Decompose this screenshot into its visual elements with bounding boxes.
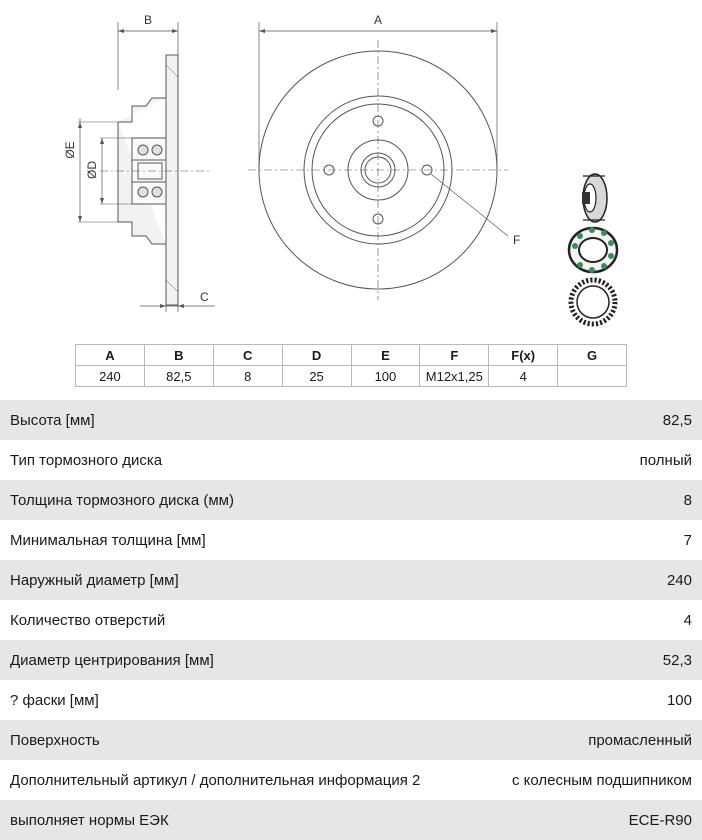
spec-value: 7 xyxy=(683,531,692,549)
spec-value: 100 xyxy=(666,691,692,709)
spec-row-disc-thickness: Толщина тормозного диска (мм) 8 xyxy=(0,480,702,520)
value-f: M12x1,25 xyxy=(419,365,490,387)
spec-value: 8 xyxy=(683,491,692,509)
spec-row-surface: Поверхность промасленный xyxy=(0,720,702,760)
label-b: B xyxy=(144,13,152,27)
spec-value: промасленный xyxy=(588,731,692,749)
front-view xyxy=(248,22,509,300)
value-fx: 4 xyxy=(488,365,559,387)
header-d: D xyxy=(281,344,352,366)
spec-value: с колесным подшипником xyxy=(511,771,692,789)
spec-label: Минимальная толщина [мм] xyxy=(10,531,206,549)
spec-label: Тип тормозного диска xyxy=(10,451,163,469)
spec-row-ece-norm: выполняет нормы ЕЭК ECE-R90 xyxy=(0,800,702,840)
spec-label: ? фаски [мм] xyxy=(10,691,99,709)
value-b: 82,5 xyxy=(143,365,214,387)
header-e: E xyxy=(350,344,421,366)
spec-value: 52,3 xyxy=(662,651,692,669)
dimensions-table: A B C D E F F(x) G 240 82,5 8 25 100 M12… xyxy=(75,344,627,387)
label-d: ØD xyxy=(85,161,99,179)
spec-label: Наружный диаметр [мм] xyxy=(10,571,179,589)
header-fx: F(x) xyxy=(488,344,559,366)
spec-value: ECE-R90 xyxy=(628,811,692,829)
spec-row-additional-info: Дополнительный артикул / дополнительная … xyxy=(0,760,702,800)
value-e: 100 xyxy=(350,365,421,387)
header-c: C xyxy=(212,344,283,366)
spec-value: 4 xyxy=(683,611,692,629)
wheel-bearing-icon xyxy=(567,226,619,274)
value-g xyxy=(557,365,627,387)
spec-row-outer-diameter: Наружный диаметр [мм] 240 xyxy=(0,560,702,600)
spec-value: 240 xyxy=(666,571,692,589)
spec-row-disc-type: Тип тормозного диска полный xyxy=(0,440,702,480)
spec-label: Диаметр центрирования [мм] xyxy=(10,651,214,669)
value-c: 8 xyxy=(212,365,283,387)
label-e: ØE xyxy=(63,141,77,158)
side-section-view xyxy=(78,22,215,312)
label-f: F xyxy=(513,233,520,247)
spec-label: Поверхность xyxy=(10,731,100,749)
label-a: A xyxy=(374,13,382,27)
spec-row-min-thickness: Минимальная толщина [мм] 7 xyxy=(0,520,702,560)
dimensions-value-row: 240 82,5 8 25 100 M12x1,25 4 xyxy=(75,365,627,387)
label-c: C xyxy=(200,290,209,304)
header-f: F xyxy=(419,344,490,366)
spec-label: Количество отверстий xyxy=(10,611,166,629)
abs-ring-icon xyxy=(568,277,618,327)
spec-label: Высота [мм] xyxy=(10,411,95,429)
spec-row-chamfer: ? фаски [мм] 100 xyxy=(0,680,702,720)
specifications-list: Высота [мм] 82,5 Тип тормозного диска по… xyxy=(0,400,702,840)
header-a: A xyxy=(75,344,145,366)
header-b: B xyxy=(143,344,214,366)
spec-label: Дополнительный артикул / дополнительная … xyxy=(10,771,421,789)
spec-value: 82,5 xyxy=(662,411,692,429)
header-g: G xyxy=(557,344,627,366)
spec-row-hole-count: Количество отверстий 4 xyxy=(0,600,702,640)
dimensions-header-row: A B C D E F F(x) G xyxy=(75,344,627,366)
technical-drawing: B ØE ØD C A F xyxy=(0,0,702,340)
value-a: 240 xyxy=(75,365,145,387)
brake-disc-icon xyxy=(582,173,608,223)
spec-row-height: Высота [мм] 82,5 xyxy=(0,400,702,440)
spec-label: выполняет нормы ЕЭК xyxy=(10,811,169,829)
value-d: 25 xyxy=(281,365,352,387)
spec-label: Толщина тормозного диска (мм) xyxy=(10,491,234,509)
spec-row-centering-diameter: Диаметр центрирования [мм] 52,3 xyxy=(0,640,702,680)
spec-value: полный xyxy=(639,451,692,469)
